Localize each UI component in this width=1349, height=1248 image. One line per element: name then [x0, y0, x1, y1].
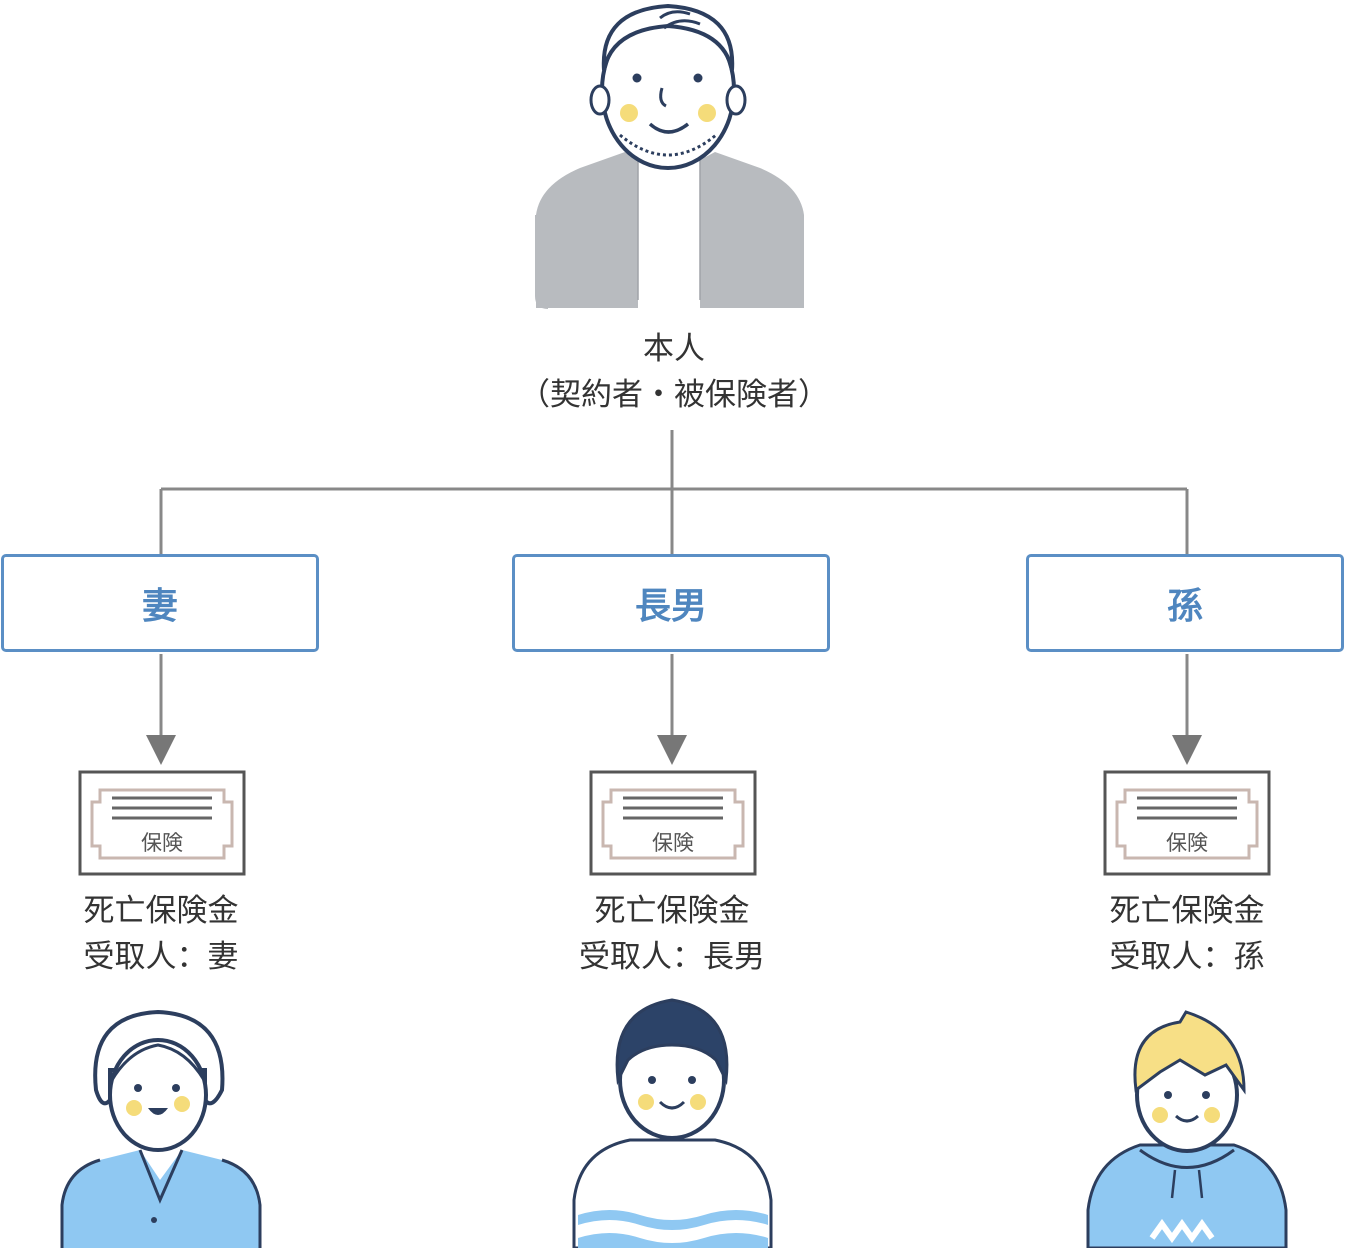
caption-line2: 受取人：妻 [83, 939, 239, 975]
son-illustration [572, 998, 773, 1248]
arrow-connectors [146, 654, 1202, 765]
caption-line1: 死亡保険金 [83, 893, 239, 929]
principal-illustration [535, 3, 804, 309]
relation-box-label: 長男 [634, 586, 707, 627]
beneficiary-caption-wife: 死亡保険金 受取人：妻 [21, 888, 301, 980]
caption-line2: 受取人：長男 [579, 939, 765, 975]
certificate-label: 保険 [652, 831, 694, 855]
certificate-icon [78, 770, 246, 876]
tree-connector [159, 430, 1189, 554]
certificate-icon [589, 770, 757, 876]
caption-line1: 死亡保険金 [1109, 893, 1265, 929]
beneficiary-caption-eldest-son: 死亡保険金 受取人：長男 [532, 888, 812, 980]
beneficiary-caption-grandchild: 死亡保険金 受取人：孫 [1047, 888, 1327, 980]
wife-illustration [60, 1009, 262, 1248]
principal-label: 本人 （契約者・被保険者） [474, 326, 874, 418]
relation-box-eldest-son: 長男 [512, 554, 830, 652]
relation-box-wife: 妻 [1, 554, 319, 652]
relation-box-grandchild: 孫 [1026, 554, 1344, 652]
principal-label-line2: （契約者・被保険者） [519, 377, 829, 413]
relation-box-label: 孫 [1166, 586, 1203, 627]
caption-line2: 受取人：孫 [1109, 939, 1265, 975]
certificate-icon [1103, 770, 1271, 876]
principal-label-line1: 本人 [643, 331, 705, 367]
certificate-label: 保険 [141, 831, 183, 855]
caption-line1: 死亡保険金 [594, 893, 750, 929]
relation-box-label: 妻 [141, 586, 178, 627]
grandson-illustration [1086, 1010, 1288, 1248]
certificate-label: 保険 [1166, 831, 1208, 855]
